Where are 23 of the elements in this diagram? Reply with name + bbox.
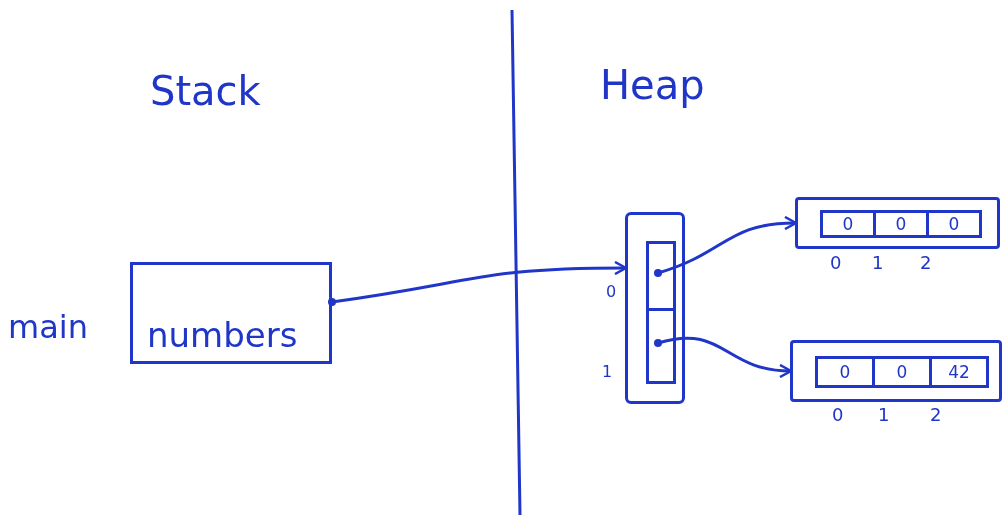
index-label: 2 [930,404,942,425]
index-label: 0 [832,404,844,425]
array-cell: 0 [872,356,932,388]
index-label: 0 [830,252,842,273]
array-cell: 0 [820,210,876,238]
array-slot [646,241,676,311]
array-box [790,340,1002,402]
array-cell: 0 [926,210,982,238]
frame-label: main [8,308,88,346]
stack-frame-box: numbers [130,262,332,364]
array-slot [646,308,676,384]
array-cell: 0 [815,356,875,388]
index-label: 1 [602,362,613,381]
index-label: 1 [872,252,884,273]
array-box [795,197,1000,249]
section-heading: Heap [600,62,705,108]
array-cell: 42 [929,356,989,388]
array-box [625,212,685,404]
index-label: 1 [878,404,890,425]
section-heading: Stack [150,68,261,114]
index-label: 2 [920,252,932,273]
array-cell: 0 [873,210,929,238]
index-label: 0 [606,282,617,301]
